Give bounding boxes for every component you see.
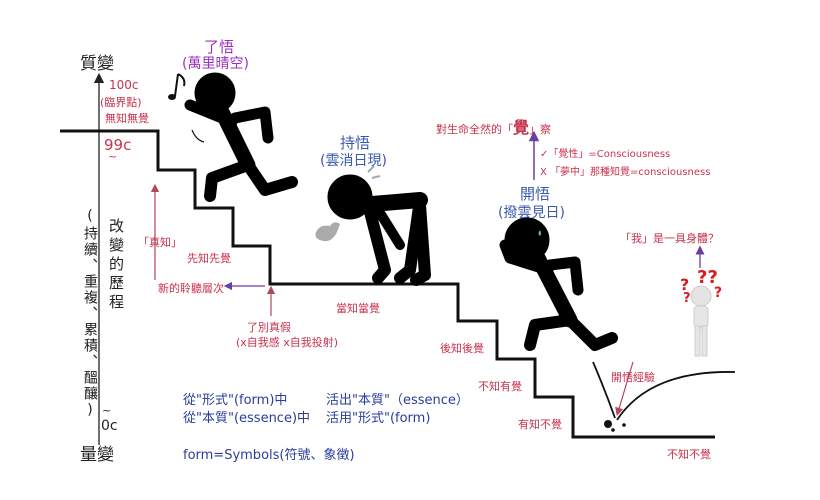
discern-truth-detail: (x自我感 x自我投射) bbox=[236, 336, 339, 349]
sweat-drops-icon bbox=[367, 165, 381, 179]
principle-line2-left: 從"本質"(essence)中 bbox=[183, 411, 311, 426]
stage-kaiwu-subtitle: (撥雲見日) bbox=[498, 205, 565, 221]
svg-text:?: ? bbox=[714, 285, 722, 301]
stick-figure-liaowu-icon bbox=[184, 72, 298, 202]
dot-large bbox=[604, 420, 612, 428]
tilde-bottom: ~ bbox=[102, 404, 112, 417]
wrong-consciousness-item: X 「夢中」那種知覺=consciousness bbox=[540, 167, 711, 178]
enlightenment-experience-label: 開悟經驗 bbox=[611, 371, 655, 384]
awareness-title: 對生命全然的「覺」察 bbox=[436, 114, 551, 138]
process-description-vertical: (持續、重複、累積、醞釀) bbox=[82, 208, 98, 420]
awareness-title-post: 」察 bbox=[529, 123, 552, 136]
principle-line1-left: 從"形式"(form)中 bbox=[183, 393, 288, 408]
step-label-youzhi-bujue: 有知不覺 bbox=[518, 418, 562, 431]
true-knowledge-label: 「真知」 bbox=[138, 236, 182, 249]
process-of-change-vertical: 改變的歷程 bbox=[107, 218, 125, 313]
staircase-outline bbox=[60, 129, 715, 439]
enlightenment-curve-rise bbox=[616, 371, 736, 421]
enlightenment-curve bbox=[592, 361, 616, 419]
new-listening-level-label: 新的聆聽層次 bbox=[158, 282, 224, 295]
discern-truth-label: 了別真假 bbox=[247, 321, 291, 334]
principle-line1-right: 活出"本質"（essence） bbox=[326, 393, 469, 408]
thinking-person-icon: ? ?? ? ? bbox=[680, 267, 722, 357]
stage-liaowu-title: 了悟 bbox=[204, 38, 235, 56]
correct-consciousness-item: ✓「覺性」=Consciousness bbox=[540, 149, 671, 160]
stage-chiwu-subtitle: (雲消日現) bbox=[320, 153, 387, 169]
enlightenment-pointer bbox=[615, 361, 634, 417]
music-note-icon bbox=[168, 73, 186, 100]
dot-small-1 bbox=[611, 428, 615, 432]
mark-99c: 99c bbox=[104, 136, 132, 154]
self-body-question: 「我」是一具身體？ bbox=[620, 232, 719, 245]
principle-line2-right: 活用"形式"(form) bbox=[326, 411, 431, 426]
stage-kaiwu-title: 開悟 bbox=[520, 185, 551, 203]
form-definition: form=Symbols(符號、象徵) bbox=[183, 448, 355, 463]
awareness-title-key: 覺 bbox=[513, 118, 530, 137]
dot-small-2 bbox=[622, 423, 626, 427]
svg-text:?: ? bbox=[680, 275, 689, 294]
step-label-dangzhi-dangjue: 當知當覺 bbox=[336, 302, 380, 315]
stick-figure-chiwu-icon bbox=[327, 174, 431, 286]
step-label-wuzhi-wujue: 無知無覺 bbox=[105, 112, 149, 125]
critical-point-label: (臨界點) bbox=[100, 96, 142, 109]
mark-0c: 0c bbox=[101, 418, 118, 434]
step-label-xianzhi-xianjue: 先知先覺 bbox=[187, 252, 231, 265]
qualitative-change-label: 質變 bbox=[80, 54, 114, 74]
stage-chiwu-title: 持悟 bbox=[340, 134, 371, 152]
mark-100c: 100c bbox=[109, 78, 139, 92]
quantitative-change-label: 量變 bbox=[80, 445, 114, 465]
step-label-buzhi-bujue: 不知不覺 bbox=[667, 448, 711, 461]
step-label-houzhi-houjue: 後知後覺 bbox=[440, 342, 484, 355]
breath-puff-icon bbox=[315, 222, 340, 242]
tilde-top: ~ bbox=[108, 150, 118, 163]
awareness-title-pre: 對生命全然的「 bbox=[436, 123, 513, 136]
svg-text:??: ?? bbox=[697, 267, 718, 288]
stick-figure-kaiwu-icon bbox=[499, 217, 618, 351]
stage-liaowu-subtitle: (萬里晴空) bbox=[182, 56, 249, 72]
svg-text:?: ? bbox=[683, 291, 691, 306]
step-label-buzhi-youjue: 不知有覺 bbox=[478, 380, 522, 393]
